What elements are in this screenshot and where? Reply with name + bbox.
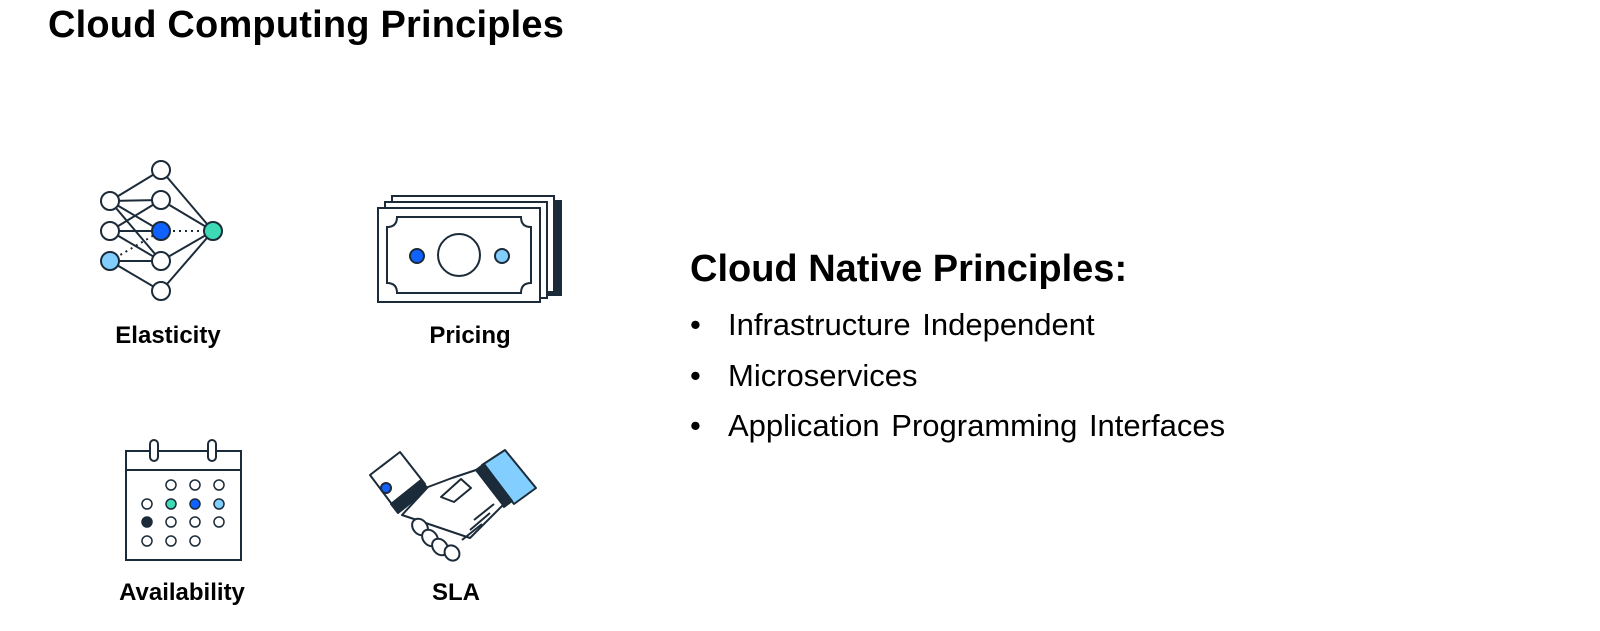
bullet-icon: •: [690, 307, 701, 342]
banknotes-icon: [377, 195, 562, 303]
principle-label-sla: SLA: [432, 579, 480, 606]
principle-label-elasticity: Elasticity: [115, 322, 221, 349]
cloud-native-list: •Infrastructure Independent •Microservic…: [690, 304, 1225, 456]
cloud-native-heading: Cloud Native Principles:: [690, 248, 1128, 290]
bullet-icon: •: [690, 357, 701, 393]
list-item: •Infrastructure Independent: [690, 304, 1225, 355]
list-item: •Microservices: [690, 355, 1225, 406]
list-item: •Application Programming Interfaces: [690, 405, 1225, 456]
handshake-icon: [369, 449, 537, 562]
neural-network-icon: [100, 160, 223, 301]
principle-label-pricing: Pricing: [429, 322, 511, 349]
page-title: Cloud Computing Principles: [48, 4, 565, 46]
calendar-icon: [125, 439, 242, 561]
principle-label-availability: Availability: [119, 579, 245, 606]
bullet-icon: •: [690, 408, 701, 443]
